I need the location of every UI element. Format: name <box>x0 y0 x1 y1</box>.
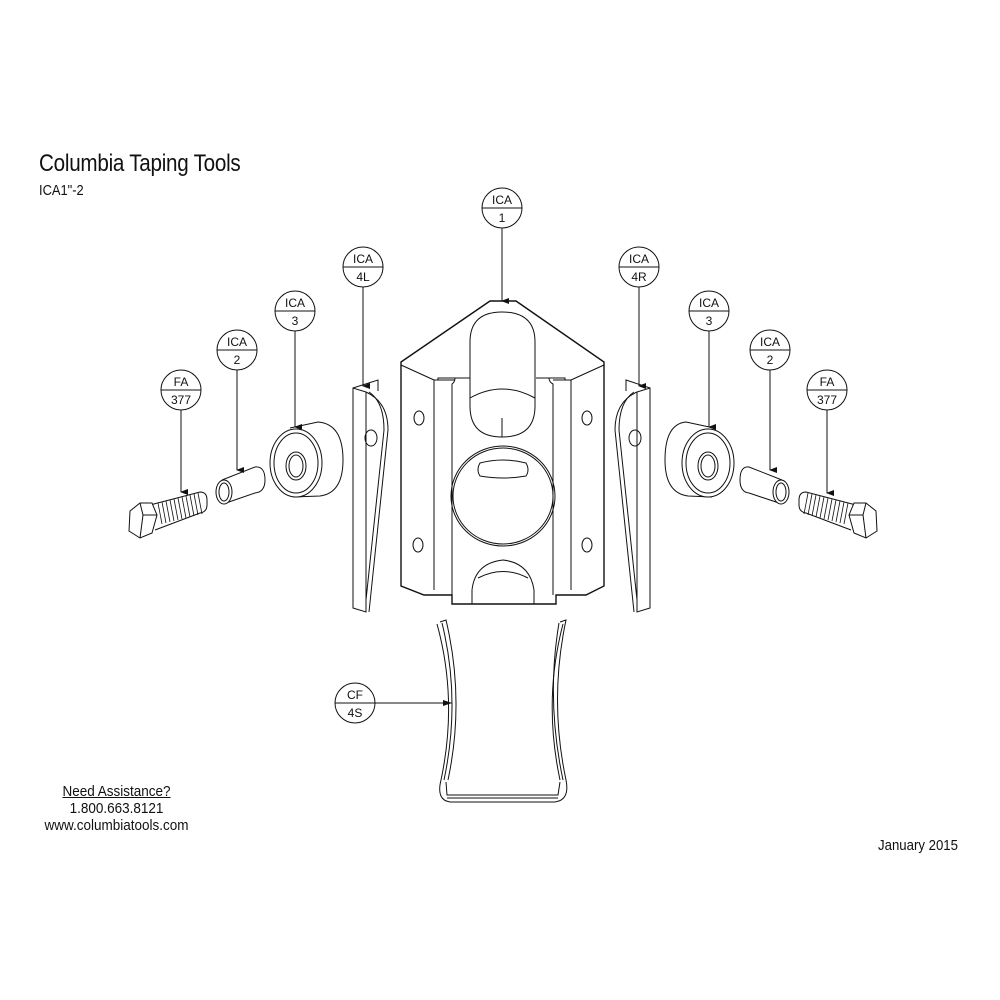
balloon-ica-3-left: ICA 3 <box>274 290 316 430</box>
phone-number: 1.800.663.8121 <box>69 800 164 817</box>
balloon-cf-4s: CF 4S <box>334 682 452 724</box>
balloon-fa-377-left: FA 377 <box>160 369 202 495</box>
balloon-ica-2-left: ICA 2 <box>216 329 258 473</box>
balloon-label-bottom: 3 <box>292 314 299 328</box>
balloon-label-bottom: 377 <box>171 393 191 407</box>
balloon-ica-1: ICA 1 <box>481 187 523 304</box>
website-link[interactable]: www.columbiatools.com <box>44 817 189 834</box>
hex-bolt-left <box>128 491 208 539</box>
balloon-label-top: ICA <box>227 335 247 349</box>
balloon-label-bottom: 4S <box>348 706 363 720</box>
balloon-ica-4r: ICA 4R <box>618 246 660 389</box>
hex-bolt-right <box>798 491 878 539</box>
revision-date: January 2015 <box>878 837 958 854</box>
balloon-label-bottom: 4R <box>631 270 647 284</box>
balloon-label-top: ICA <box>285 296 305 310</box>
balloon-label-bottom: 3 <box>706 314 713 328</box>
balloon-fa-377-right: FA 377 <box>806 369 848 496</box>
balloon-label-top: ICA <box>760 335 780 349</box>
roller-wheel-right <box>664 421 735 498</box>
side-bracket-right <box>614 379 651 613</box>
balloon-label-bottom: 2 <box>767 353 774 367</box>
balloon-ica-4l: ICA 4L <box>342 246 384 389</box>
bushing-sleeve-right <box>739 466 790 505</box>
spring-clip <box>436 619 568 803</box>
balloon-label-top: ICA <box>699 296 719 310</box>
company-title: Columbia Taping Tools <box>39 150 241 177</box>
bushing-sleeve-left <box>215 466 266 505</box>
balloon-label-top: ICA <box>353 252 373 266</box>
roller-wheel-left <box>269 421 344 498</box>
model-number: ICA1"-2 <box>39 182 84 199</box>
main-body <box>400 300 605 605</box>
balloon-label-top: FA <box>820 375 835 389</box>
balloon-label-top: CF <box>347 688 363 702</box>
balloon-label-bottom: 2 <box>234 353 241 367</box>
balloon-label-bottom: 1 <box>499 211 506 225</box>
balloon-label-top: ICA <box>492 193 512 207</box>
balloon-label-bottom: 377 <box>817 393 837 407</box>
balloon-label-top: ICA <box>629 252 649 266</box>
balloon-label-bottom: 4L <box>356 270 370 284</box>
balloon-ica-3-right: ICA 3 <box>688 290 730 430</box>
assistance-block: Need Assistance? 1.800.663.8121 www.colu… <box>40 783 193 834</box>
balloon-label-top: FA <box>174 375 189 389</box>
side-bracket-left <box>352 379 389 613</box>
balloon-ica-2-right: ICA 2 <box>749 329 791 473</box>
assistance-heading: Need Assistance? <box>62 783 171 800</box>
